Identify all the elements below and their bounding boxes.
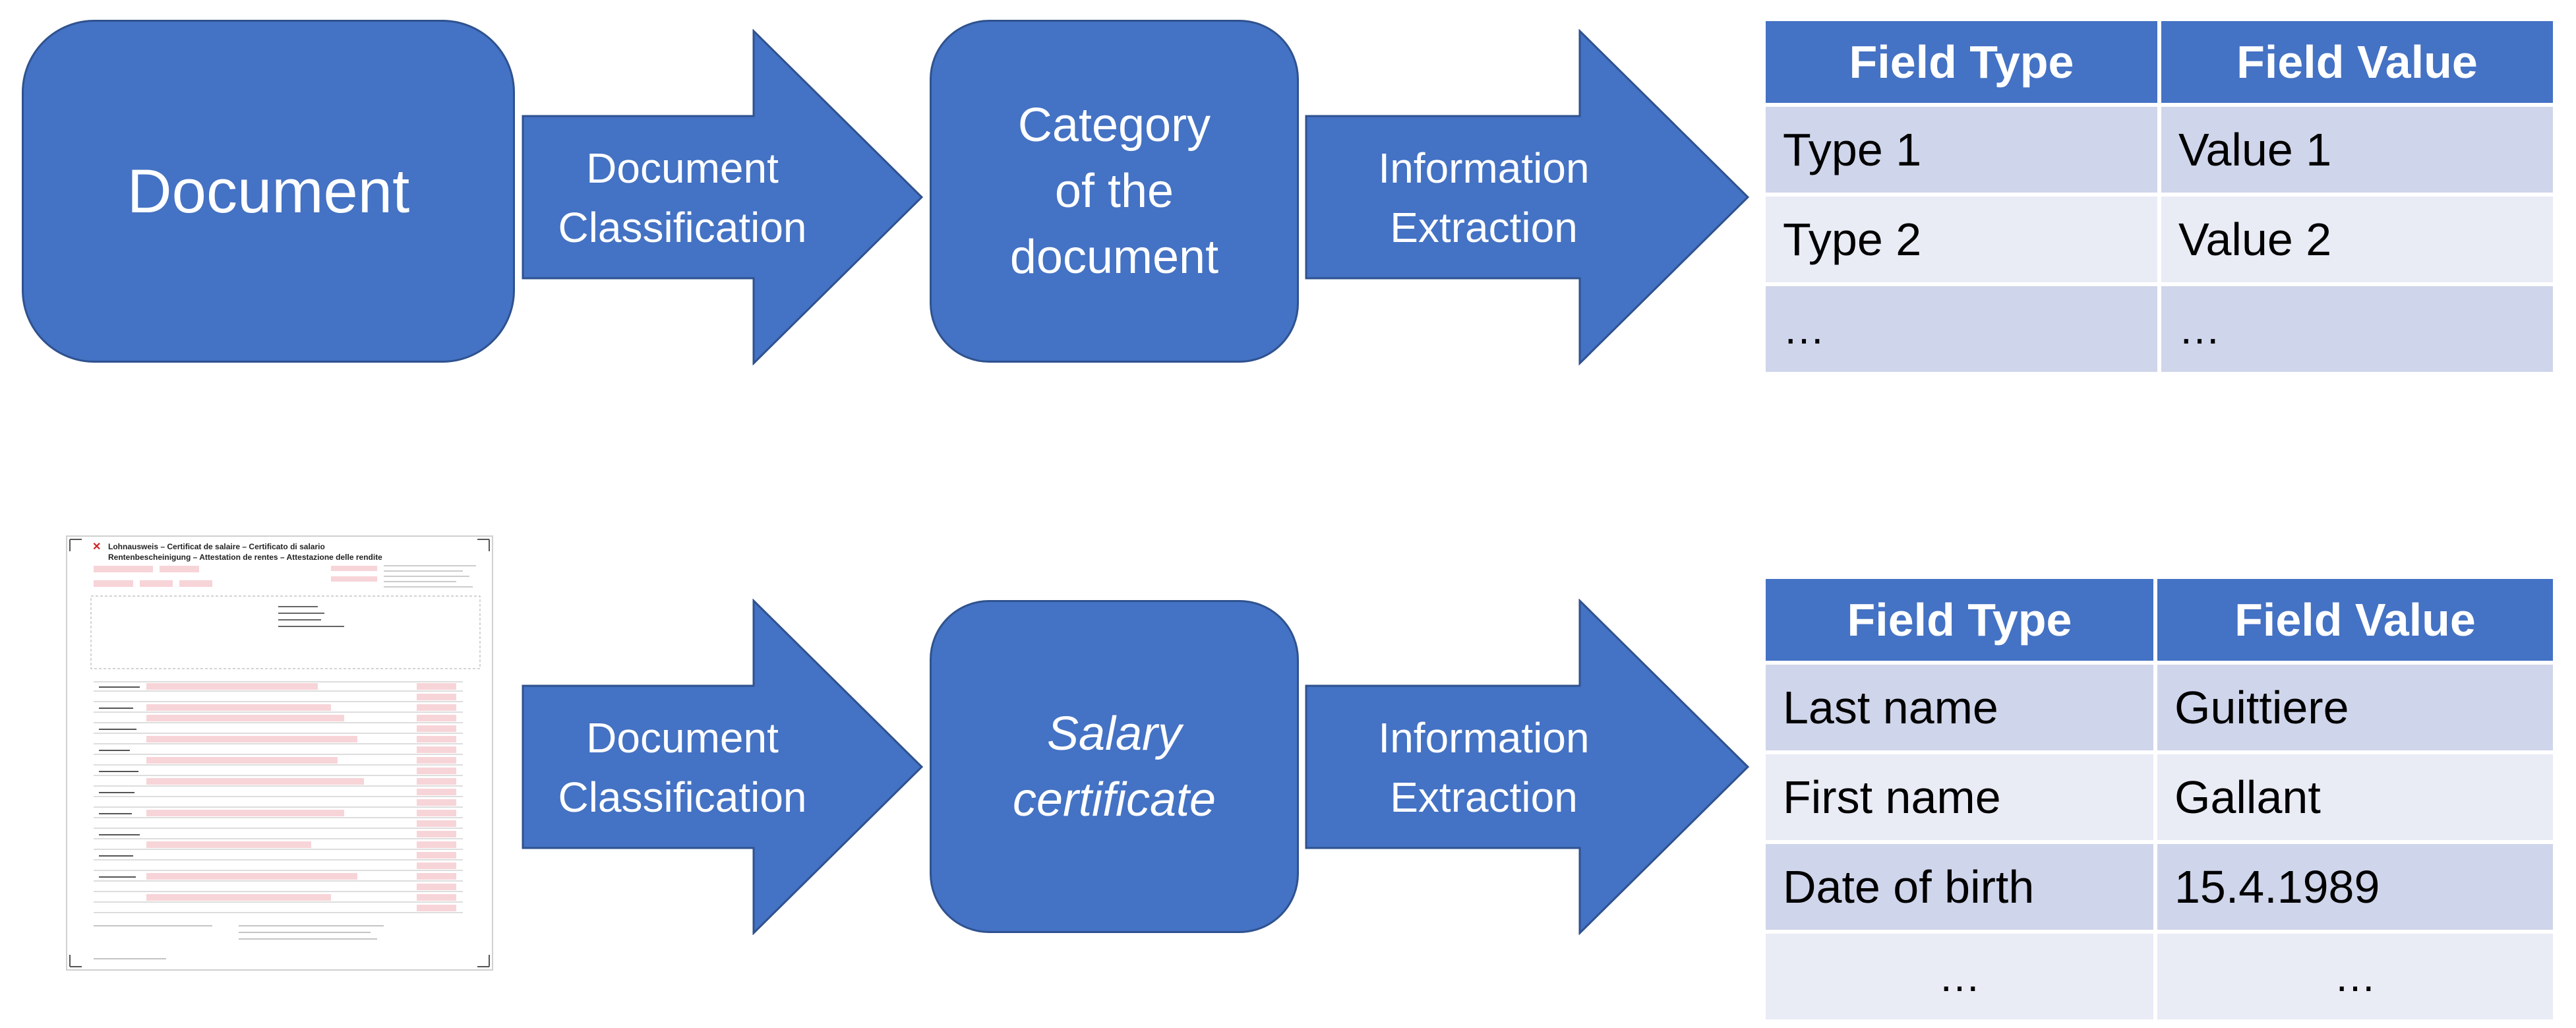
header-field-value: Field Value xyxy=(2157,579,2557,661)
table-header-row: Field Type Field Value xyxy=(1766,579,2557,661)
header-field-type: Field Type xyxy=(1766,21,2161,103)
header-field-type: Field Type xyxy=(1766,579,2157,661)
category-line-2: of the xyxy=(1054,165,1174,218)
table-row: Last name Guittiere xyxy=(1766,661,2557,750)
extraction-arrow-top xyxy=(1305,29,1750,365)
category-box: Category of the document xyxy=(930,20,1299,363)
extraction-line-2: Extraction xyxy=(1390,204,1578,251)
table-header-row: Field Type Field Value xyxy=(1766,21,2557,103)
category-line-2: certificate xyxy=(1012,773,1216,826)
classification-line-2: Classification xyxy=(558,204,807,251)
svg-text:✕: ✕ xyxy=(92,541,101,553)
classification-arrow-bottom xyxy=(522,599,924,935)
table-cell: … xyxy=(1766,930,2157,1019)
extraction-arrow-bottom xyxy=(1305,599,1750,935)
table-cell: Last name xyxy=(1766,661,2157,750)
classification-line-1: Document xyxy=(586,714,779,762)
category-line-1: Category xyxy=(1017,99,1211,152)
extraction-line-1: Information xyxy=(1378,144,1590,192)
certificate-title-2: Rentenbescheinigung – Attestation de ren… xyxy=(108,553,382,562)
certificate-title-1: Lohnausweis – Certificat de salaire – Ce… xyxy=(108,542,325,551)
salary-certificate-image: ✕ Lohnausweis – Certificat de salaire – … xyxy=(66,535,493,971)
table-cell: Value 1 xyxy=(2161,103,2557,193)
classification-arrow-top-label: Document Classification xyxy=(521,132,844,264)
classification-line-2: Classification xyxy=(558,773,807,821)
classification-arrow-bottom-label: Document Classification xyxy=(521,702,844,833)
table-row: Type 1 Value 1 xyxy=(1766,103,2557,193)
classification-arrow-top xyxy=(522,29,924,365)
category-line-1: Salary xyxy=(1046,707,1182,760)
extraction-line-2: Extraction xyxy=(1390,773,1578,821)
extraction-arrow-bottom-label: Information Extraction xyxy=(1304,702,1663,833)
salary-certificate-box: Salary certificate xyxy=(930,600,1299,933)
classification-line-1: Document xyxy=(586,144,779,192)
table-cell: … xyxy=(1766,282,2161,372)
category-line-3: document xyxy=(1009,231,1219,284)
extraction-line-1: Information xyxy=(1378,714,1590,762)
table-cell: … xyxy=(2161,282,2557,372)
table-cell: Gallant xyxy=(2157,750,2557,840)
table-cell: First name xyxy=(1766,750,2157,840)
document-box: Document xyxy=(22,20,515,363)
table-row: First name Gallant xyxy=(1766,750,2557,840)
document-box-label: Document xyxy=(127,156,410,226)
table-cell: Type 2 xyxy=(1766,193,2161,282)
table-row: … … xyxy=(1766,282,2557,372)
table-cell: 15.4.1989 xyxy=(2157,840,2557,930)
table-cell: Value 2 xyxy=(2161,193,2557,282)
table-cell: Guittiere xyxy=(2157,661,2557,750)
table-row: … … xyxy=(1766,930,2557,1019)
extraction-arrow-top-label: Information Extraction xyxy=(1304,132,1663,264)
table-row: Type 2 Value 2 xyxy=(1766,193,2557,282)
table-cell: Type 1 xyxy=(1766,103,2161,193)
certificate-form-drawing: ✕ Lohnausweis – Certificat de salaire – … xyxy=(67,537,492,969)
table-cell: Date of birth xyxy=(1766,840,2157,930)
header-field-value: Field Value xyxy=(2161,21,2557,103)
fields-table-top: Field Type Field Value Type 1 Value 1 Ty… xyxy=(1766,21,2557,372)
table-row: Date of birth 15.4.1989 xyxy=(1766,840,2557,930)
fields-table-bottom: Field Type Field Value Last name Guittie… xyxy=(1766,579,2557,1019)
table-cell: … xyxy=(2157,930,2557,1019)
